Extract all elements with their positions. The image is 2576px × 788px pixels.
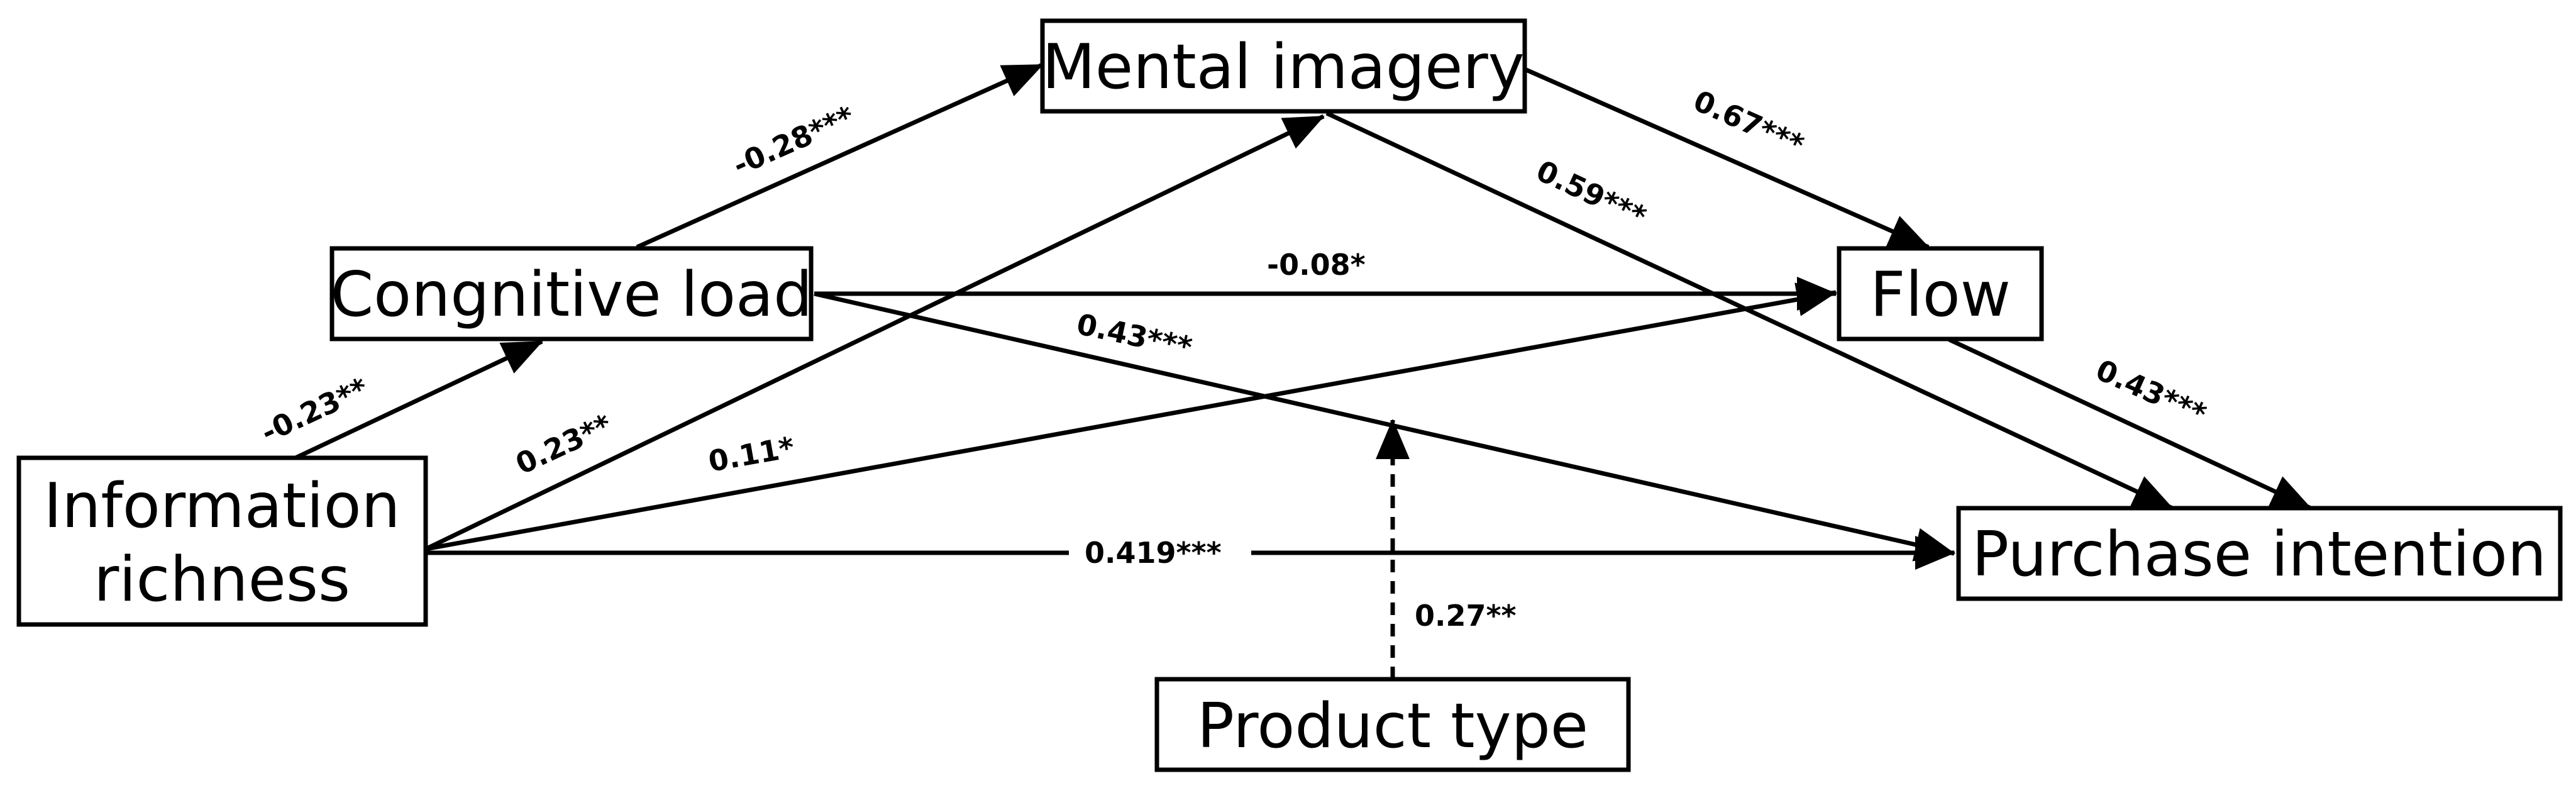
node-product-type-label: Product type [1197,691,1588,762]
edge-ir-to-cl [294,339,543,460]
edge-flow-to-pi [1948,337,2312,511]
node-purchase-intention: Purchase intention [1956,506,2563,601]
node-cognitive-load: Congnitive load [329,246,814,341]
edge-ir-to-flow [425,282,1837,552]
edge-cl-to-mi [636,62,1044,250]
node-cognitive-load-label: Congnitive load [331,259,813,331]
label-ir-to-cl: -0.23** [256,371,373,450]
node-purchase-intention-label: Purchase intention [1972,519,2546,591]
label-mi-to-pi: 0.59*** [1531,153,1651,233]
label-cl-to-mi: -0.28*** [728,99,860,182]
edge-mi-to-flow [1523,67,1930,250]
node-mental-imagery-label: Mental imagery [1042,31,1524,103]
label-ir-to-flow: 0.11* [706,430,797,479]
label-ir-to-pi: 0.419*** [1085,536,1222,570]
node-information-richness-line2: richness [94,544,350,616]
label-flow-to-pi: 0.43*** [2091,353,2212,431]
node-flow-label: Flow [1870,259,2011,331]
label-cl-to-flow: -0.08* [1267,248,1366,282]
node-information-richness-line1: Information [43,470,400,542]
edge-cl-to-pi [814,291,1955,562]
edge-ir-to-mi [424,114,1325,552]
node-mental-imagery: Mental imagery [1040,18,1527,114]
node-flow: Flow [1837,246,2044,341]
edge-mi-to-pi [1325,111,2174,511]
node-information-richness: Information richness [16,455,428,627]
node-product-type: Product type [1154,677,1631,772]
label-ir-to-mi: 0.23** [511,408,617,481]
label-pt-moderation: 0.27** [1415,599,1517,633]
